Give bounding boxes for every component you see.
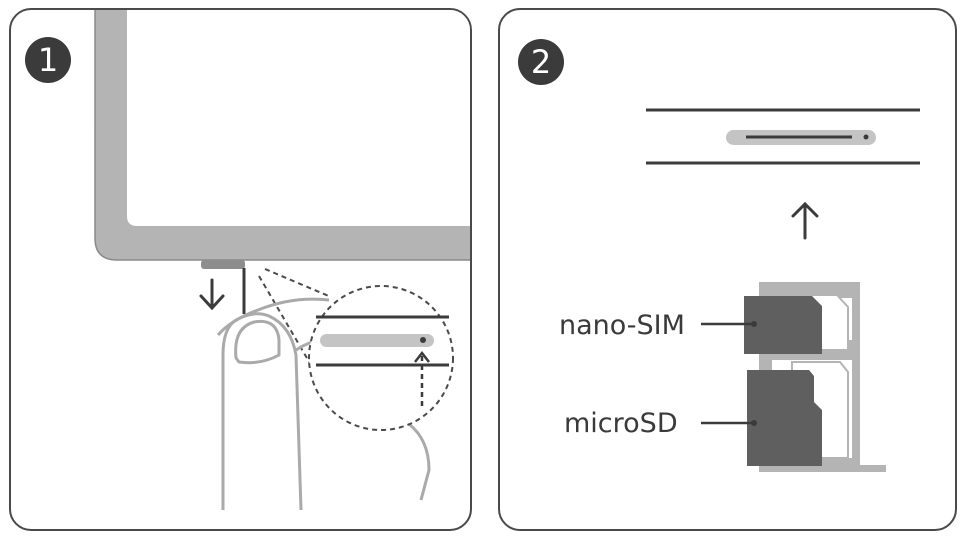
nano-sim-label: nano-SIM [559,310,685,341]
nano-sim-card [744,296,822,354]
phone-screen [127,10,470,226]
step-2-badge: 2 [518,39,564,85]
step-1-badge: 1 [25,37,71,83]
microsd-card [747,370,822,466]
tray-slot [201,260,245,269]
step-2-panel: 2 nano-SIM microSD [498,8,957,531]
down-arrow-icon [199,278,225,311]
eject-tray-illustration [94,10,470,511]
step-1-panel: 1 [9,8,472,531]
up-arrow-icon [791,201,819,240]
microsd-label: microSD [564,408,678,439]
finger [216,297,431,511]
insert-cards-illustration [646,108,920,472]
zoom-circle [308,285,454,431]
zoomed-slot [316,315,449,367]
